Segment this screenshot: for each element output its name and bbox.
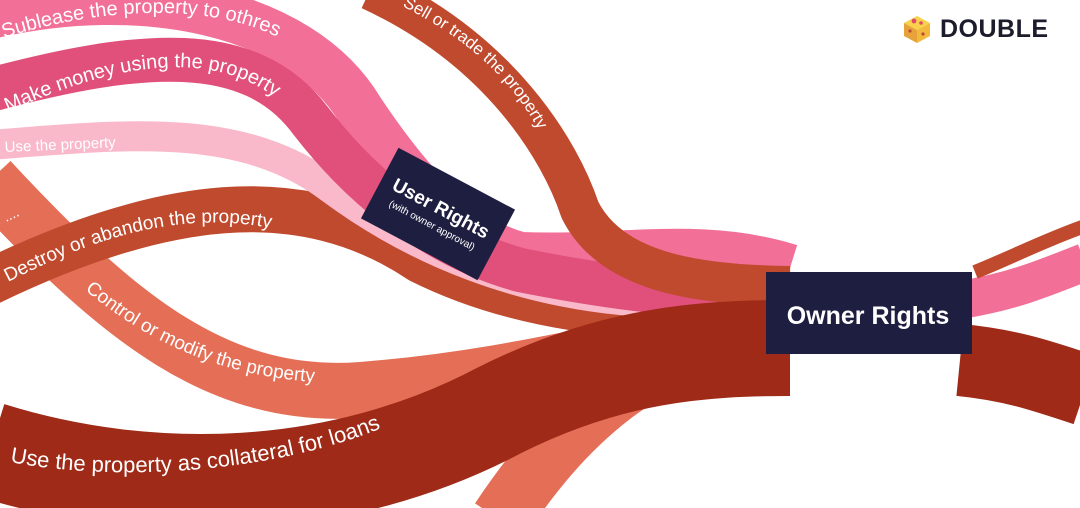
brand-logo: DOUBLE [902,14,1049,44]
flow-right-dark [956,324,1080,425]
flow-collateral [0,300,791,508]
owner-rights-label: Owner Rights [787,302,950,330]
user-rights-node: User Rights (with owner approval) [360,147,516,281]
brand-name: DOUBLE [940,14,1049,43]
flow-sell [361,0,791,306]
use-property-label: Use the property [4,134,116,156]
owner-rights-node: Owner Rights [766,272,972,354]
ellipsis-label: .... [1,204,22,225]
cube-logo-icon [904,16,930,43]
flow-right-red [972,220,1080,279]
flow-right-pink [956,244,1080,319]
